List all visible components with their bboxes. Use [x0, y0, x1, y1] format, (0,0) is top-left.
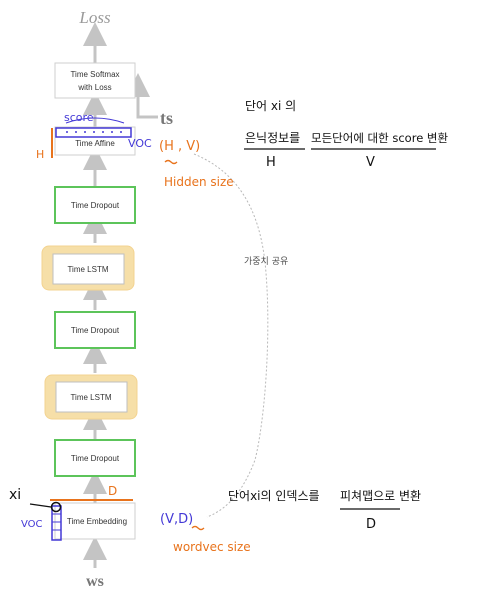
time-affine-label: Time Affine	[75, 139, 115, 148]
time-embedding-label: Time Embedding	[67, 517, 127, 526]
hidden-size-squiggle	[164, 159, 178, 165]
affine-note-line2a: 은닉정보를	[245, 131, 300, 145]
time-lstm-top-box	[52, 253, 125, 285]
embed-note-a: 단어xi의 인덱스를	[228, 489, 320, 503]
embed-note-b: 피쳐맵으로 변환	[340, 489, 421, 503]
affine-shape-label: (H , V)	[159, 139, 200, 154]
weight-sharing-label: 가중치 공유	[244, 255, 288, 267]
h-left-label: H	[36, 148, 44, 161]
voc-top-label: VOC	[128, 137, 152, 150]
affine-note: 단어 xi 의 은닉정보를 H 모든단어에 대한 score 변환 V	[244, 99, 449, 170]
embed-shape-label: (V,D)	[160, 512, 193, 527]
score-matrix-sketch	[55, 127, 132, 138]
wordvec-squiggle	[191, 525, 205, 531]
xi-marker	[50, 501, 62, 513]
xi-label: xi	[9, 487, 21, 503]
embedding-annotations: D VOC xi (V,D) wordvec size	[9, 484, 251, 554]
flow-arrows	[83, 22, 158, 568]
embedding-note: 단어xi의 인덱스를 피쳐맵으로 변환 D	[228, 489, 421, 532]
time-dropout-bottom-box	[54, 439, 136, 477]
ws-label: ws	[86, 573, 104, 590]
affine-note-h: H	[266, 155, 276, 170]
ts-label: ts	[160, 108, 173, 128]
affine-annotations: score VOC H (H , V) Hidden size	[36, 111, 234, 189]
hidden-size-label: Hidden size	[164, 175, 234, 189]
loss-label: Loss	[78, 8, 111, 27]
softmax-with-loss-box	[54, 62, 136, 99]
affine-note-line1: 단어 xi 의	[245, 99, 296, 113]
time-dropout-mid-box	[54, 311, 136, 349]
time-dropout-mid-label: Time Dropout	[71, 326, 120, 335]
embed-note-d: D	[366, 517, 376, 532]
voc-bottom-label: VOC	[21, 519, 43, 530]
time-lstm-top-label: Time LSTM	[67, 265, 108, 274]
time-dropout-bottom-label: Time Dropout	[71, 454, 120, 463]
weight-sharing-curve	[193, 153, 269, 518]
arrow-ts-to-softmax	[126, 73, 158, 119]
xi-pointer-line	[29, 503, 52, 508]
wordvec-size-label: wordvec size	[173, 540, 251, 554]
affine-note-line2b: 모든단어에 대한 score 변환	[311, 131, 449, 145]
softmax-label-line1: Time Softmax	[70, 70, 119, 79]
score-arc	[65, 117, 125, 124]
time-embedding-box	[54, 502, 136, 540]
affine-note-v: V	[366, 155, 375, 170]
voc-column-ticks	[52, 513, 61, 531]
time-dropout-top-box	[54, 186, 136, 224]
d-label: D	[108, 484, 117, 498]
score-label: score	[64, 111, 94, 124]
time-dropout-top-label: Time Dropout	[71, 201, 120, 210]
time-lstm-bottom-box	[55, 381, 128, 413]
softmax-label-line2: with Loss	[77, 83, 111, 92]
time-lstm-bottom-label: Time LSTM	[70, 393, 111, 402]
voc-column-sketch	[51, 505, 62, 541]
